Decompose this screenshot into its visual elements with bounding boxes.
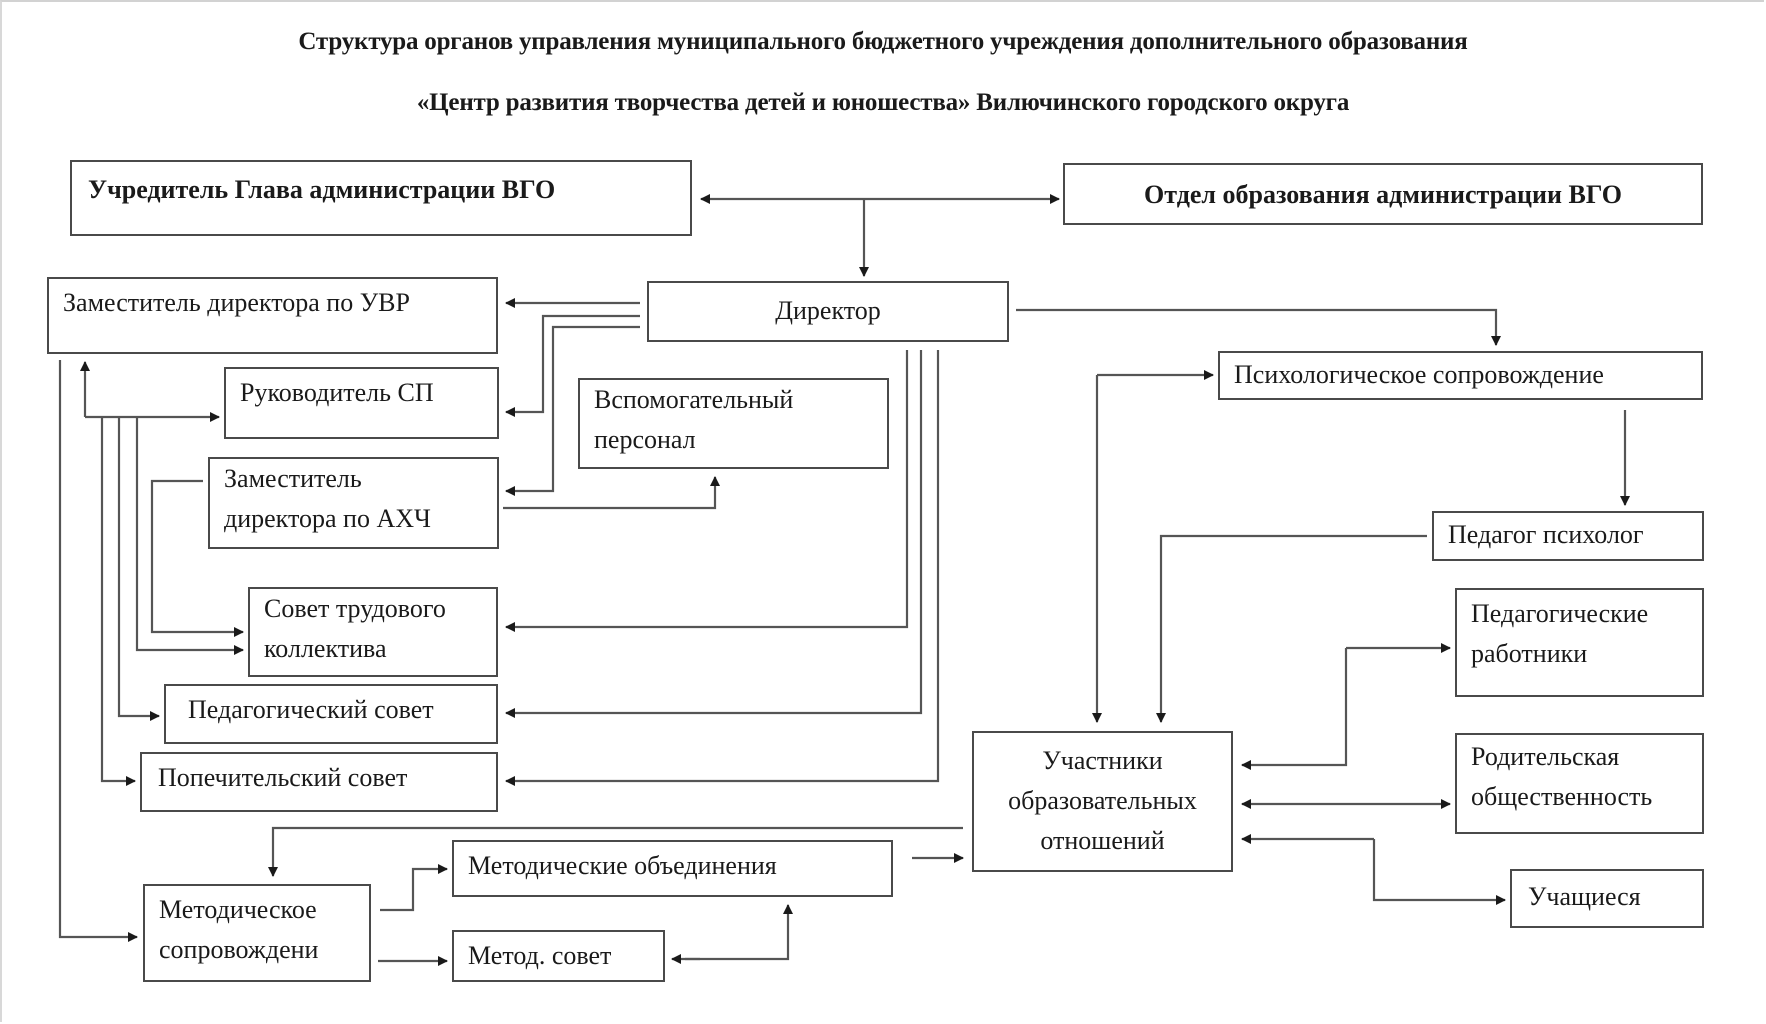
node-psychologist-label: Педагог психолог bbox=[1448, 520, 1644, 549]
node-methodical-council: Метод. совет bbox=[452, 930, 665, 982]
node-pedagogical-council: Педагогический совет bbox=[164, 684, 498, 744]
node-participants: Участники образовательных отношений bbox=[972, 731, 1233, 872]
node-psych-support-label: Психологическое сопровождение bbox=[1234, 360, 1604, 389]
node-deputy-uvr-label: Заместитель директора по УВР bbox=[63, 288, 410, 317]
node-deputy-ahch: Заместитель директора по АХЧ bbox=[208, 457, 499, 549]
node-board-of-trustees-label: Попечительский совет bbox=[158, 763, 408, 792]
node-head-sp-label: Руководитель СП bbox=[240, 378, 434, 407]
connector-deputy-ahch-labor-council bbox=[150, 479, 244, 637]
connector-deputy-uvr-methodical-support bbox=[58, 360, 138, 942]
node-parents-label-2: общественность bbox=[1471, 782, 1653, 811]
node-deputy-ahch-label-1: Заместитель bbox=[224, 464, 362, 493]
node-founder: Учредитель Глава администрации ВГО bbox=[70, 160, 692, 236]
connector-participants-methodical-support bbox=[268, 826, 963, 877]
node-psychologist: Педагог психолог bbox=[1432, 511, 1704, 561]
node-labor-council: Совет трудового коллектива bbox=[248, 587, 498, 677]
node-students-label: Учащиеся bbox=[1528, 882, 1641, 911]
node-head-sp: Руководитель СП bbox=[224, 367, 499, 439]
diagram-title-line-1: Структура органов управления муниципальн… bbox=[298, 28, 1468, 55]
node-support-staff-label-2: персонал bbox=[594, 425, 696, 454]
node-participants-label-2: образовательных bbox=[1008, 786, 1197, 815]
node-deputy-uvr: Заместитель директора по УВР bbox=[47, 277, 498, 354]
node-methodical-support-label-1: Методическое bbox=[159, 895, 317, 924]
node-director: Директор bbox=[647, 281, 1009, 342]
connector-director-pedagogical-council bbox=[505, 350, 923, 718]
connector-director-deputy-ahch bbox=[505, 325, 640, 496]
node-participants-label-1: Участники bbox=[1042, 746, 1163, 775]
node-methodical-support: Методическое сопровождени bbox=[143, 884, 371, 982]
node-founder-label: Учредитель Глава администрации ВГО bbox=[88, 175, 556, 204]
connector-director-psych-support bbox=[1016, 308, 1501, 346]
node-board-of-trustees: Попечительский совет bbox=[140, 752, 498, 812]
node-teachers-label-1: Педагогические bbox=[1471, 599, 1649, 628]
node-parents: Родительская общественность bbox=[1455, 733, 1704, 834]
node-methodical-unions-label: Методические объединения bbox=[468, 851, 777, 880]
node-support-staff: Вспомогательный персонал bbox=[578, 378, 889, 469]
connector-deputy-uvr-labor-council bbox=[135, 417, 244, 655]
node-methodical-unions: Методические объединения bbox=[452, 840, 893, 897]
node-education-dept-label: Отдел образования администрации ВГО bbox=[1144, 180, 1622, 209]
connector-director-head-sp bbox=[505, 314, 640, 417]
connector-deputy-ahch-support-staff bbox=[503, 476, 720, 510]
node-education-dept: Отдел образования администрации ВГО bbox=[1063, 163, 1703, 225]
node-methodical-support-label-2: сопровождени bbox=[159, 935, 319, 964]
node-participants-label-3: отношений bbox=[1040, 826, 1165, 855]
node-psych-support: Психологическое сопровождение bbox=[1218, 351, 1703, 400]
node-pedagogical-council-label: Педагогический совет bbox=[188, 695, 434, 724]
connector-director-labor-council bbox=[505, 350, 909, 632]
node-students: Учащиеся bbox=[1510, 869, 1704, 928]
node-support-staff-label-1: Вспомогательный bbox=[594, 385, 794, 414]
connector-deputy-uvr-board-of-trustees bbox=[100, 417, 136, 786]
node-teachers: Педагогические работники bbox=[1455, 588, 1704, 697]
node-teachers-label-2: работники bbox=[1471, 639, 1588, 668]
connector-participants-teachers bbox=[1241, 648, 1348, 770]
connector-methodical-support-unions bbox=[380, 864, 448, 912]
node-labor-council-label-2: коллектива bbox=[264, 634, 387, 663]
node-director-label: Директор bbox=[775, 296, 881, 325]
connector-students-arrow bbox=[1372, 839, 1506, 905]
connector-director-board-of-trustees bbox=[505, 350, 940, 786]
connector-psychologist-participants bbox=[1156, 534, 1427, 723]
connector-deputy-uvr-pedagogical-council bbox=[117, 417, 160, 721]
connector-council-unions bbox=[685, 904, 793, 961]
node-deputy-ahch-label-2: директора по АХЧ bbox=[224, 504, 431, 533]
node-labor-council-label-1: Совет трудового bbox=[264, 594, 446, 623]
node-parents-label-1: Родительская bbox=[1471, 742, 1620, 771]
diagram-title-line-2: «Центр развития творчества детей и юноше… bbox=[416, 89, 1350, 116]
node-methodical-council-label: Метод. совет bbox=[468, 941, 612, 970]
